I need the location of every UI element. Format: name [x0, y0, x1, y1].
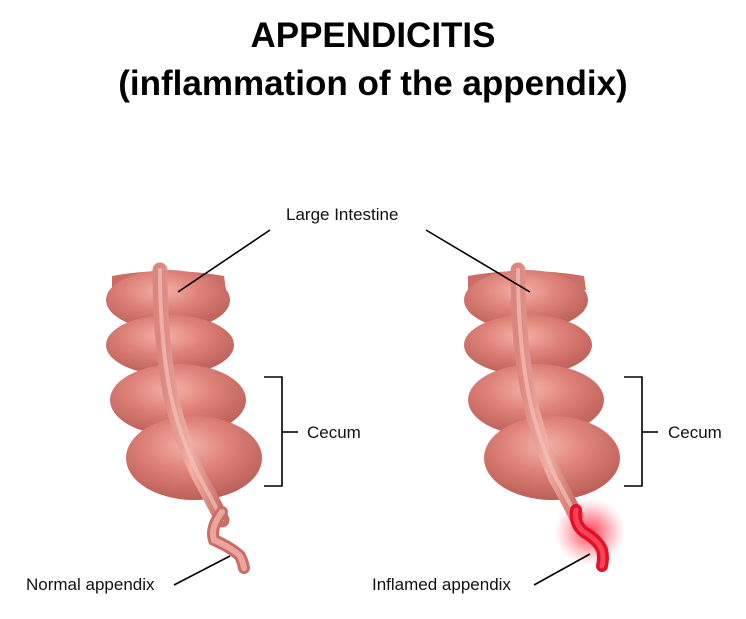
label-inflamed-appendix: Inflamed appendix [372, 575, 511, 594]
leader-line-large-intestine-left [177, 229, 271, 293]
title-line-1: APPENDICITIS [250, 16, 496, 55]
normal-appendix [207, 506, 250, 574]
normal-cecum [106, 262, 262, 528]
cecum-bracket-right [624, 376, 643, 487]
leader-line-normal-appendix [173, 555, 231, 586]
cecum-bracket-left [264, 376, 283, 487]
title-line-2: (inflammation of the appendix) [118, 64, 628, 103]
label-large-intestine: Large Intestine [286, 205, 399, 224]
inflamed-appendix [554, 498, 626, 572]
label-cecum-right: Cecum [668, 423, 722, 442]
label-cecum-left: Cecum [307, 423, 361, 442]
leader-lines [173, 229, 658, 586]
leader-line-inflamed-appendix [533, 553, 591, 586]
leader-line-large-intestine-right [425, 229, 531, 293]
inflamed-cecum [464, 262, 620, 524]
label-normal-appendix: Normal appendix [26, 575, 155, 594]
